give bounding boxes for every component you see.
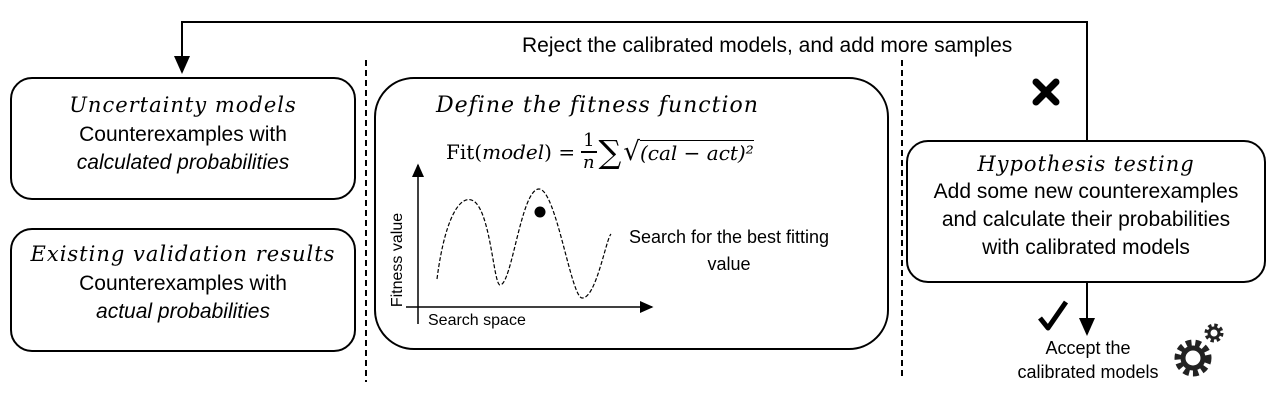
formula-den: n <box>583 152 595 173</box>
formula-fraction: 1 n <box>581 130 597 173</box>
fitness-curve <box>436 188 612 299</box>
box-title: Hypothesis testing <box>977 152 1195 176</box>
formula-var: model <box>482 140 545 164</box>
hypothesis-testing-box: Hypothesis testing Add some new countere… <box>906 140 1266 283</box>
search-annotation: Search for the best fitting value <box>604 224 854 278</box>
formula-lhs: Fit( <box>446 140 483 164</box>
box-line: calculated probabilities <box>76 151 290 174</box>
box-title: Existing validation results <box>30 242 336 266</box>
annotation-line: Search for the best fitting <box>628 227 830 247</box>
best-fit-point <box>534 206 546 218</box>
y-axis-label: Fitness value <box>389 212 406 308</box>
cross-icon <box>1032 78 1060 106</box>
accept-line: calibrated models <box>1017 362 1159 382</box>
accept-line: Accept the <box>1045 338 1131 358</box>
box-title: Define the fitness function <box>436 93 759 118</box>
box-line: Add some new counterexamples <box>933 180 1239 203</box>
fitness-function-box: Define the fitness function Fit(model) =… <box>374 77 889 350</box>
formula-sum: ∑ <box>598 133 622 171</box>
formula-root: (cal − act)² <box>639 139 754 165</box>
formula-eq: ) = <box>544 140 576 164</box>
box-title: Uncertainty models <box>69 93 297 117</box>
annotation-line: value <box>707 254 751 274</box>
uncertainty-models-box: Uncertainty models Counterexamples with … <box>10 77 356 200</box>
formula-num: 1 <box>581 130 597 153</box>
reject-label: Reject the calibrated models, and add mo… <box>522 34 1013 57</box>
box-line: and calculate their probabilities <box>941 208 1231 231</box>
fitness-formula: Fit(model) = 1 n ∑ √(cal − act)² <box>446 130 754 173</box>
fitness-plot <box>406 163 654 324</box>
box-line: actual probabilities <box>96 300 270 323</box>
box-line: Counterexamples with <box>79 272 287 295</box>
gears-icon <box>1174 323 1224 377</box>
box-line: Counterexamples with <box>79 123 287 146</box>
validation-results-box: Existing validation results Counterexamp… <box>10 228 356 352</box>
reject-feedback-arrow <box>174 21 1088 140</box>
x-axis-label: Search space <box>428 312 526 329</box>
box-line: with calibrated models <box>982 236 1190 259</box>
accept-label: Accept the calibrated models <box>1008 336 1168 384</box>
check-icon <box>1038 300 1069 331</box>
